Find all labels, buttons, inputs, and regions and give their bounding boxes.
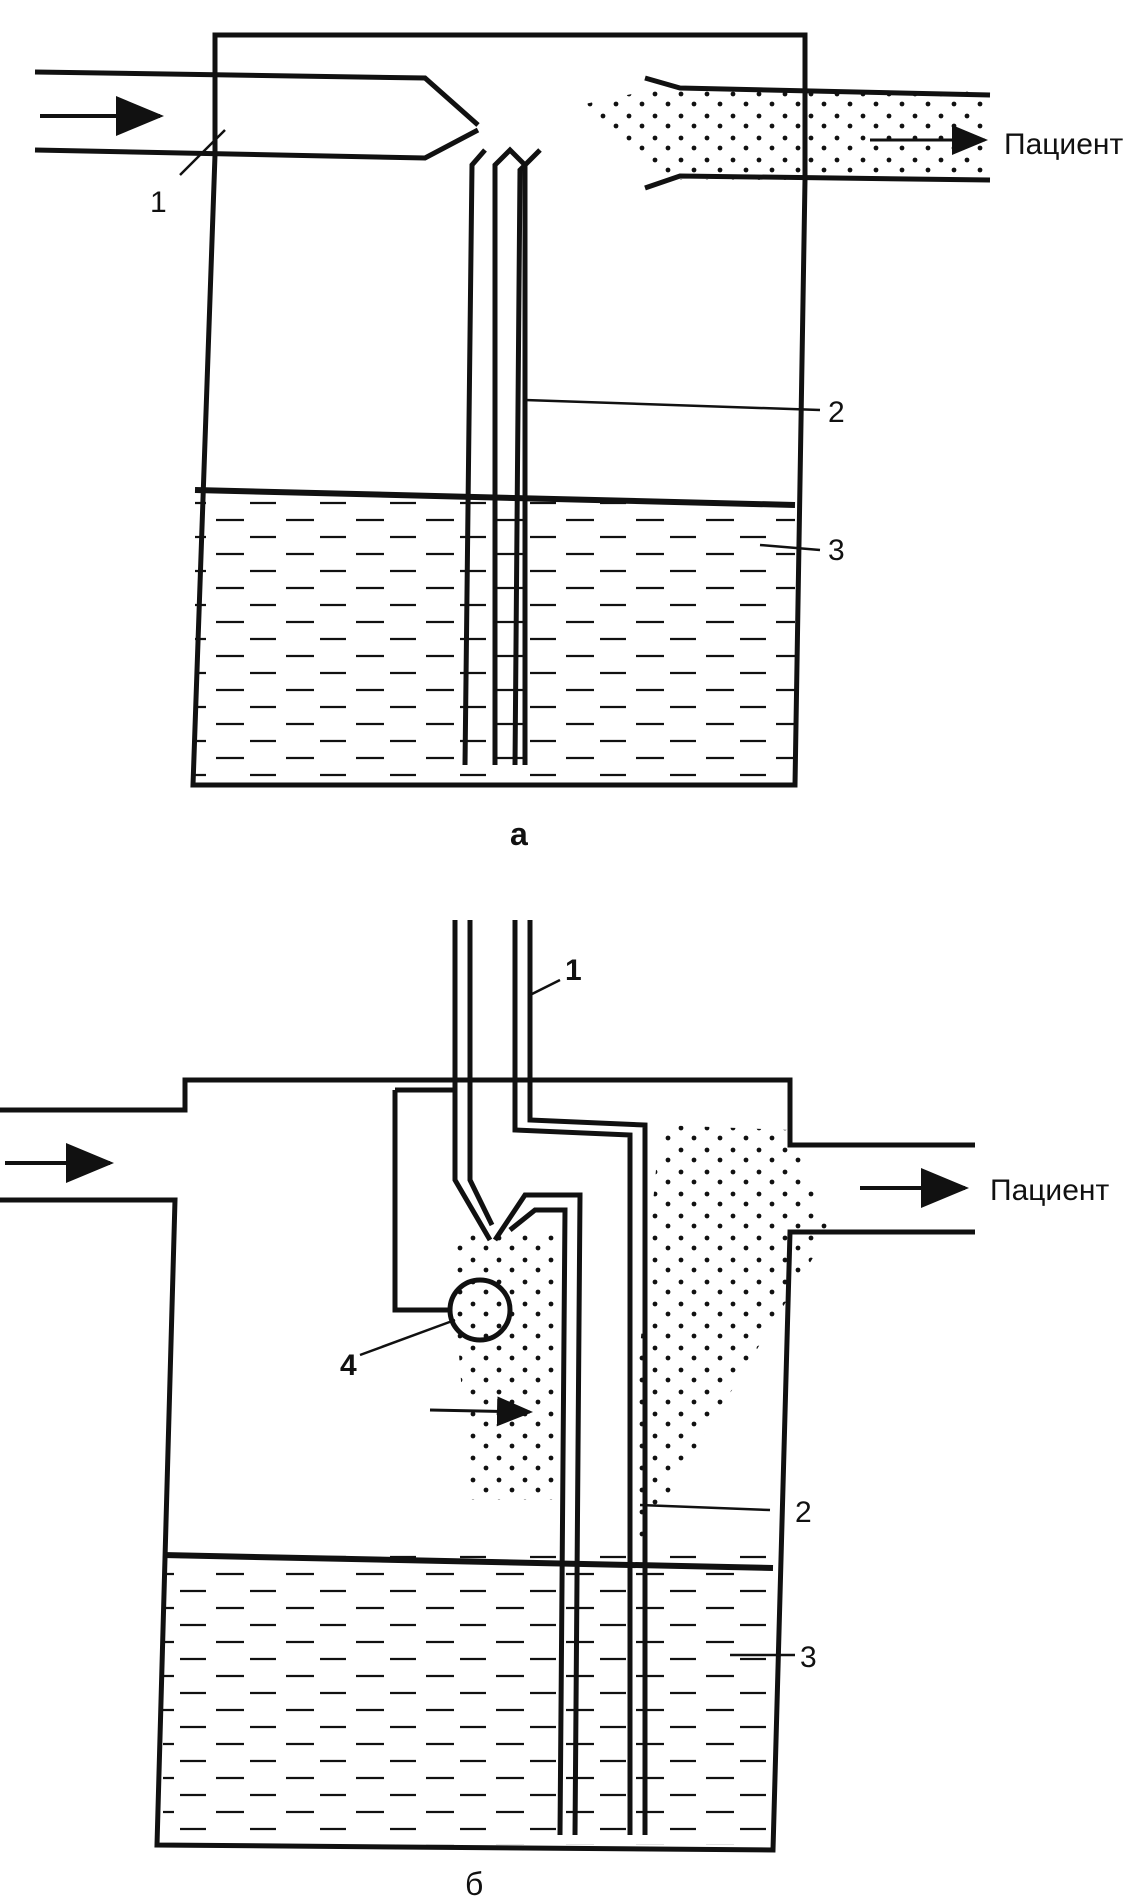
label-3-a: 3	[828, 534, 845, 567]
caption-b: б	[465, 1866, 483, 1902]
patient-label-b: Пациент	[990, 1174, 1109, 1207]
label-1-a: 1	[150, 186, 167, 219]
diagram-a: Пациент 1 2 3 а	[34, 32, 1123, 852]
caption-a: а	[510, 816, 528, 852]
ball-b	[447, 1277, 513, 1343]
aerosol-outlet-b	[630, 1125, 830, 1540]
label-2-b: 2	[795, 1496, 812, 1529]
label-3-b: 3	[800, 1641, 817, 1674]
outlet-a	[580, 75, 991, 191]
aerosol-chamber-b	[450, 1235, 560, 1500]
jet-tube-b	[452, 920, 648, 1836]
patient-label-a: Пациент	[1004, 128, 1123, 161]
capillary-tube-a	[462, 146, 542, 766]
baffle-chamber-b	[392, 1090, 450, 1313]
inlet-jet-a	[34, 69, 480, 161]
liquid-b	[163, 1555, 773, 1845]
label-4-b: 4	[340, 1349, 357, 1382]
label-2-a: 2	[828, 396, 845, 429]
diagram-b: Пациент 1 4 2 3 б	[0, 920, 1109, 1902]
label-1-b: 1	[565, 954, 582, 987]
